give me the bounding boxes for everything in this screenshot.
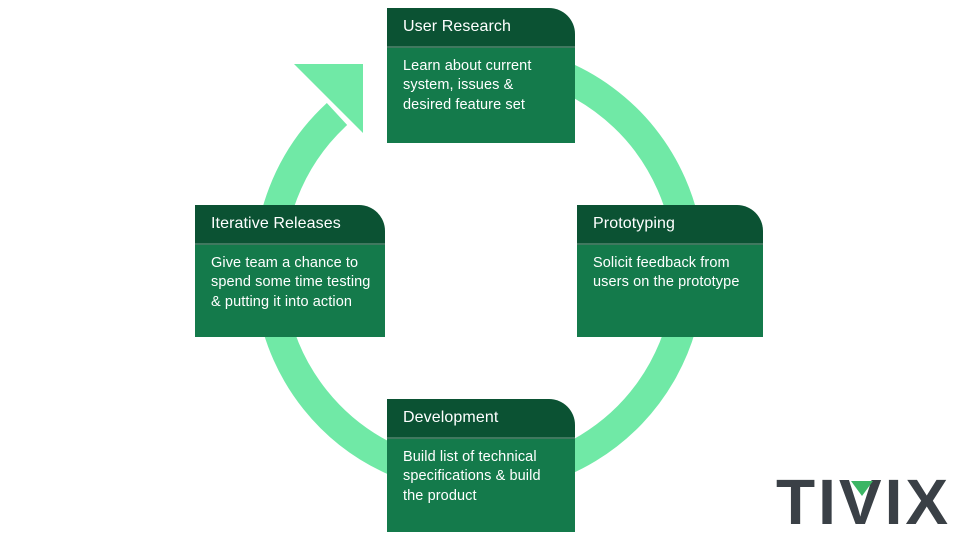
arrowhead-icon	[294, 64, 363, 133]
step-description-user-research: Learn about current system, issues & des…	[387, 48, 575, 143]
step-title-prototyping: Prototyping	[577, 205, 763, 245]
step-description-development: Build list of technical specifications &…	[387, 439, 575, 532]
step-description-iterative-releases: Give team a chance to spend some time te…	[195, 245, 385, 337]
step-card-iterative-releases: Iterative Releases Give team a chance to…	[195, 205, 385, 337]
step-card-development: Development Build list of technical spec…	[387, 399, 575, 532]
step-description-prototyping: Solicit feedback from users on the proto…	[577, 245, 763, 337]
tivix-triangle-icon	[851, 481, 873, 496]
step-title-development: Development	[387, 399, 575, 439]
step-title-iterative-releases: Iterative Releases	[195, 205, 385, 245]
step-title-user-research: User Research	[387, 8, 575, 48]
tivix-logo-text: TIVIX	[776, 466, 952, 538]
step-card-prototyping: Prototyping Solicit feedback from users …	[577, 205, 763, 337]
tivix-logo: TIVIX	[776, 470, 960, 536]
step-card-user-research: User Research Learn about current system…	[387, 8, 575, 143]
